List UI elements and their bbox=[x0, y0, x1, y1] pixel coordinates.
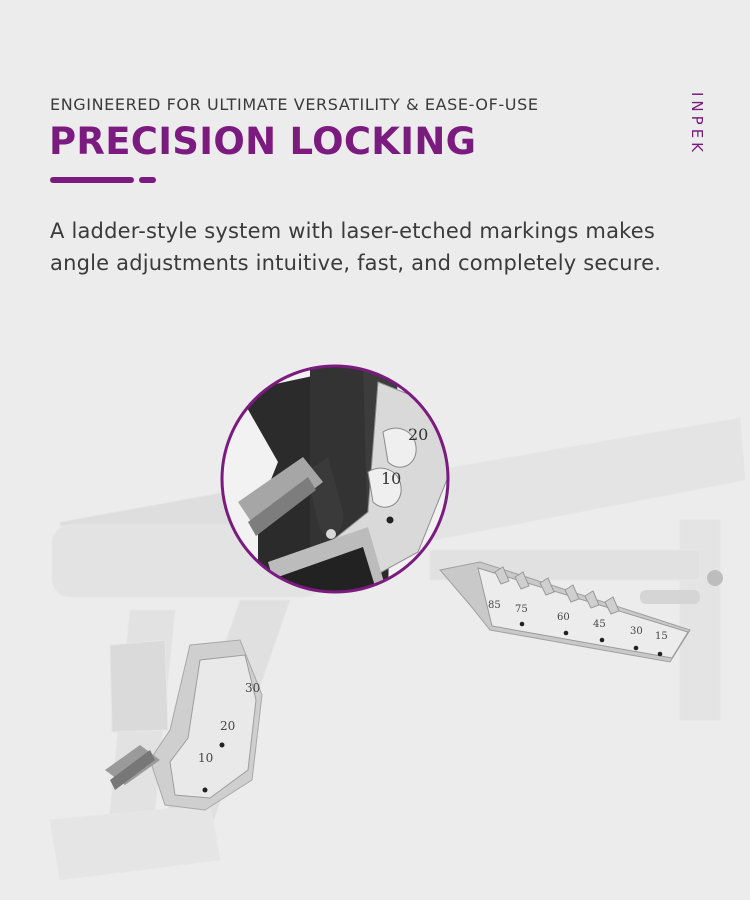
bench-illustration: 30 20 10 85 75 60 45 30 15 bbox=[49, 417, 746, 881]
brand-logo: INPEK bbox=[688, 92, 706, 157]
title-underline-short bbox=[139, 177, 156, 183]
description: A ladder-style system with laser-etched … bbox=[50, 215, 710, 279]
zoom-label-10: 10 bbox=[381, 469, 401, 488]
eyebrow-text: ENGINEERED FOR ULTIMATE VERSATILITY & EA… bbox=[50, 95, 539, 114]
back-label-75: 75 bbox=[515, 604, 528, 615]
zoom-label-20: 20 bbox=[408, 425, 428, 444]
back-label-85: 85 bbox=[488, 600, 501, 611]
back-label-30: 30 bbox=[630, 626, 643, 637]
title-underline-long bbox=[50, 177, 134, 183]
back-label-45: 45 bbox=[593, 619, 606, 630]
zoom-detail: 20 10 bbox=[220, 364, 450, 594]
seat-label-20: 20 bbox=[220, 719, 235, 733]
page-title: PRECISION LOCKING bbox=[49, 120, 477, 163]
seat-label-10: 10 bbox=[198, 751, 213, 765]
seat-label-30: 30 bbox=[245, 681, 260, 695]
description-line-2: angle adjustments intuitive, fast, and c… bbox=[50, 251, 662, 275]
description-line-1: A ladder-style system with laser-etched … bbox=[50, 219, 656, 243]
back-label-15: 15 bbox=[655, 631, 668, 642]
back-label-60: 60 bbox=[557, 612, 570, 623]
